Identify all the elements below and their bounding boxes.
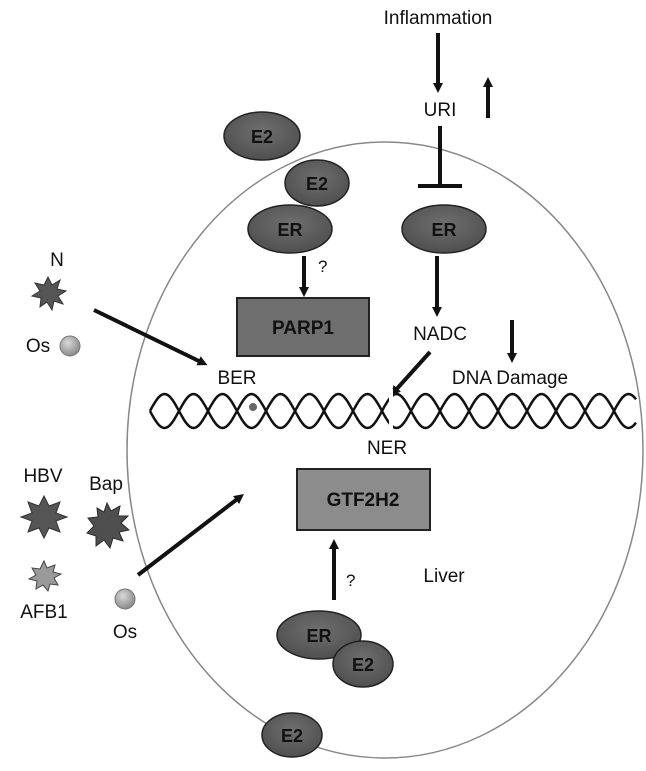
liver-label: Liver: [423, 566, 465, 587]
e2-oval-top-2: E2: [284, 159, 350, 207]
os-label-top: Os: [26, 336, 50, 357]
afb1-star-icon: [27, 559, 63, 593]
dna-lesion-mark: [249, 403, 257, 411]
ner-label: NER: [367, 438, 407, 459]
er-oval-bottom: ER: [276, 610, 362, 660]
dna-damage-label: DNA Damage: [452, 368, 568, 389]
bap-label: Bap: [89, 474, 123, 495]
mutagen-to-ner-arrow: [136, 493, 244, 577]
er-oval-right: ER: [401, 204, 487, 254]
uri-label: URI: [424, 100, 457, 121]
os-sphere-icon-bottom: [114, 588, 136, 610]
liver-cell-outline: [126, 141, 644, 759]
e2-oval-bottom-1: E2: [332, 640, 394, 688]
dna-double-helix: [148, 389, 637, 433]
n-star-icon: [30, 275, 68, 312]
parp1-box: PARP1: [236, 297, 370, 357]
e2-label: E2: [306, 174, 328, 194]
e2-label: E2: [352, 655, 374, 675]
os-label-bottom: Os: [113, 622, 137, 643]
question-mark-top: ?: [318, 257, 327, 276]
ber-label: BER: [217, 368, 256, 389]
e2-oval-top-1: E2: [223, 111, 301, 161]
e2-label: E2: [251, 127, 273, 147]
er-label: ER: [277, 220, 302, 240]
question-mark-bottom: ?: [346, 571, 355, 590]
gtf2h2-label: GTF2H2: [327, 490, 400, 511]
os-sphere-icon-top: [59, 335, 81, 357]
er-label: ER: [431, 220, 456, 240]
afb1-label: AFB1: [20, 602, 68, 623]
hbv-label: HBV: [23, 466, 62, 487]
bap-star-icon: [86, 501, 131, 550]
parp1-label: PARP1: [272, 318, 334, 339]
er-label: ER: [306, 626, 331, 646]
hbv-star-icon: [19, 494, 69, 540]
inflammation-label: Inflammation: [384, 8, 493, 29]
n-label: N: [50, 250, 64, 271]
nadc-to-dna-arrow: [390, 350, 432, 396]
dna-break: [389, 389, 393, 433]
er-oval-left: ER: [247, 204, 333, 254]
e2-label: E2: [281, 726, 303, 746]
nadc-label: NADC: [413, 324, 467, 345]
mutagen-to-ber-arrow: [93, 308, 208, 366]
gtf2h2-box: GTF2H2: [296, 468, 431, 531]
e2-oval-bottom-2: E2: [261, 712, 323, 758]
